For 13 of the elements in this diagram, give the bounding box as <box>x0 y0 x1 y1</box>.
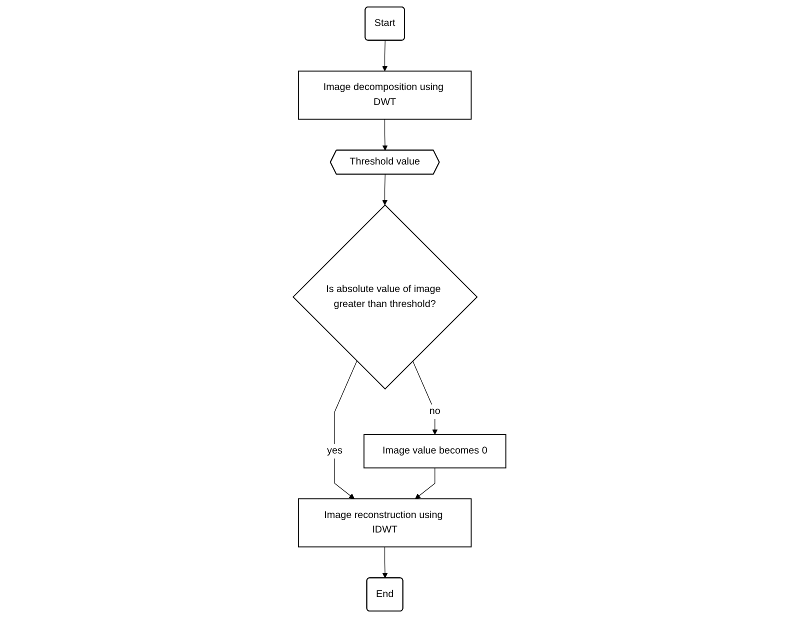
arrow <box>382 40 388 72</box>
node-box: Image value becomes 0 <box>364 434 506 468</box>
arrow <box>382 546 388 578</box>
arrow <box>382 174 388 206</box>
edge-label: yes <box>327 446 342 456</box>
node-diamond: Is absolute value of image greater than threshold? <box>292 204 478 390</box>
arrow <box>412 360 438 435</box>
edge-label: no <box>429 406 440 417</box>
node-box: Image reconstruction using IDWT <box>298 498 472 548</box>
arrow <box>415 468 436 499</box>
node-box: Image decomposition using DWT <box>298 70 472 120</box>
arrow <box>382 118 388 151</box>
arrow <box>334 360 358 499</box>
